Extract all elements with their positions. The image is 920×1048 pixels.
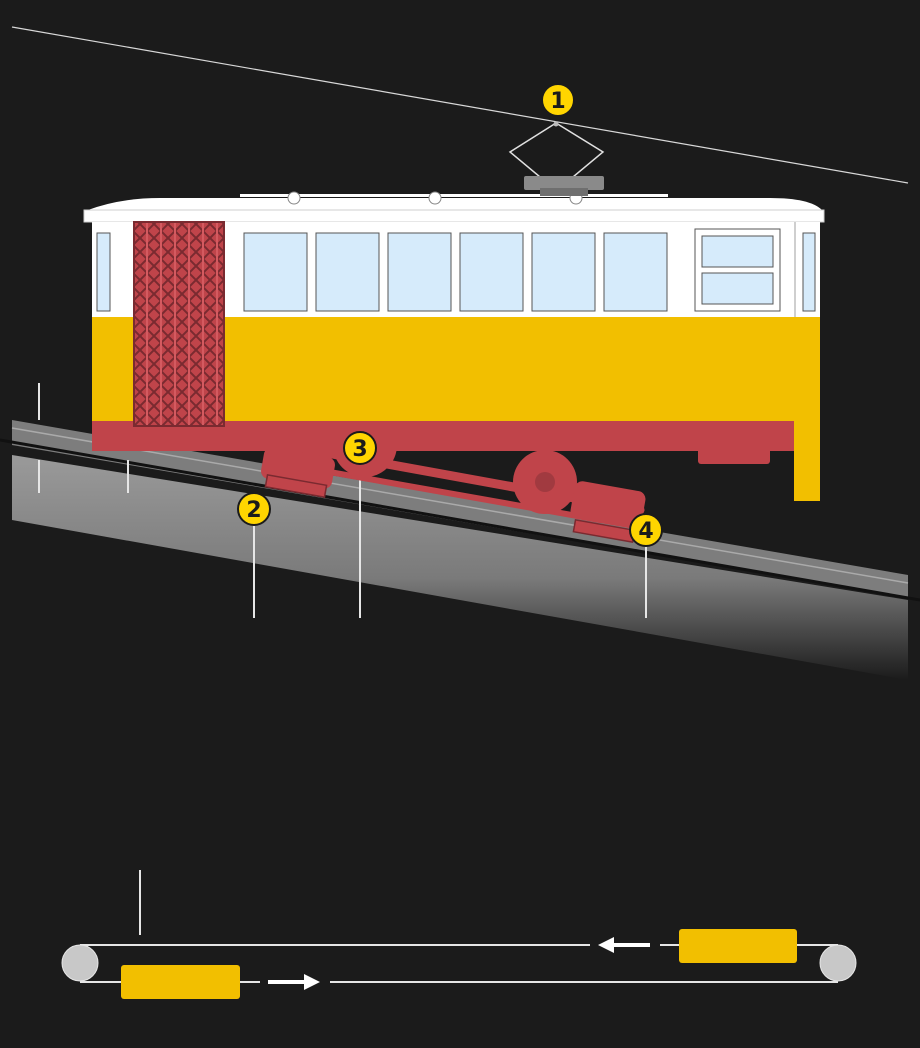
rear-window-upper: [701, 235, 774, 268]
pantograph-contact: [553, 121, 559, 127]
grip-front-shoe: [264, 474, 328, 498]
tram-rear-step: [794, 317, 820, 501]
marker-1: 1: [541, 83, 575, 117]
car-ascending: [121, 965, 240, 999]
pantograph-foot: [540, 188, 588, 196]
brake-unit: [698, 448, 770, 464]
tram-car: [83, 191, 825, 501]
window-4: [459, 232, 524, 312]
tram-windows: [96, 232, 816, 312]
rail-line: [0, 438, 920, 602]
marker-4-circle: [629, 513, 663, 547]
pantograph: [508, 121, 605, 196]
window-1: [243, 232, 308, 312]
wheel-rear-hub: [535, 472, 555, 492]
rail-surface: [12, 420, 908, 598]
window-3: [387, 232, 452, 312]
overhead-wire: [11, 26, 909, 184]
window-6: [603, 232, 668, 312]
marker-3-circle: [343, 431, 377, 465]
track-slope: [0, 420, 920, 680]
arrow-right-icon: [268, 974, 320, 990]
marker-4: 4: [629, 513, 663, 547]
marker-4-label: 4: [638, 519, 653, 544]
marker-3-label: 3: [352, 437, 367, 462]
pantograph-frame: [508, 122, 605, 178]
tram-rear-post: [794, 222, 796, 317]
roof-lamp-1: [287, 191, 301, 205]
marker-2-label: 2: [246, 498, 261, 523]
marker-1-label: 1: [550, 89, 565, 114]
marker-2-circle: [237, 492, 271, 526]
roof-lamp-2: [428, 191, 442, 205]
window-rear-narrow: [802, 232, 816, 312]
window-front-narrow: [96, 232, 111, 312]
pantograph-base: [524, 176, 604, 190]
arrow-left-icon: [598, 937, 650, 953]
marker-1-circle: [541, 83, 575, 117]
folding-gate: [133, 221, 225, 427]
tram-roof-edge: [83, 209, 825, 223]
grip-rear-body: [570, 481, 646, 529]
ground-embankment: [12, 455, 908, 680]
marker-2: 2: [237, 492, 271, 526]
car-descending: [679, 929, 797, 963]
tram-roof: [88, 198, 822, 210]
pulley-right: [819, 944, 857, 982]
rail-top-line: [11, 427, 909, 584]
cable-loop-schematic: [61, 929, 857, 999]
roof-rail: [240, 194, 668, 197]
leader-lines: [38, 383, 647, 935]
window-2: [315, 232, 380, 312]
window-5: [531, 232, 596, 312]
marker-3: 3: [343, 431, 377, 465]
rear-window-lower: [701, 272, 774, 305]
pulley-left: [61, 944, 99, 982]
